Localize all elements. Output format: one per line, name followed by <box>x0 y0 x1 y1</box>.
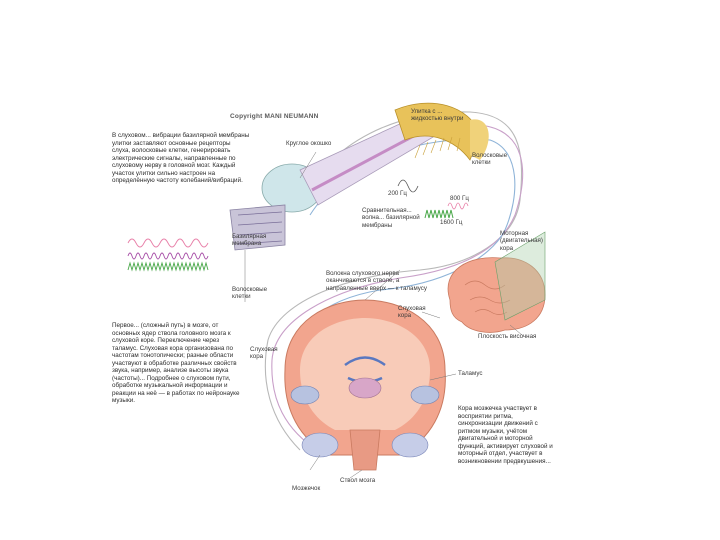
paragraph-top: В слуховом... вибрации базилярной мембра… <box>112 132 250 206</box>
label-thalamus: Таламус <box>458 370 482 377</box>
wave-800hz <box>448 203 468 209</box>
label-800hz: 800 Гц <box>450 195 469 202</box>
label-hair-cells-top: Волосковые клетки <box>472 152 517 167</box>
cerebellum-right <box>392 433 428 457</box>
label-brainstem: Ствол мозга <box>340 477 375 484</box>
label-planum-temporale: Плоскость височная <box>478 333 553 340</box>
brain-white-matter <box>300 318 430 430</box>
label-auditory-cortex: Слуховая кора <box>398 305 428 320</box>
right-auditory-region <box>411 386 439 404</box>
brainstem-shape <box>350 430 380 470</box>
label-1600hz: 1600 Гц <box>440 219 462 226</box>
paragraph-bottom: Кора мозжечка участвует в восприятии рит… <box>458 405 558 500</box>
label-comparative: Сравнительная... волна... базилярной мем… <box>362 207 434 229</box>
label-cochlear-fluid: Улитка с ... жидкостью внутри <box>411 108 469 123</box>
label-motor-cortex: Моторная (двигательная) кора <box>500 230 555 252</box>
left-wave-green <box>128 263 208 270</box>
cerebellum-left <box>302 433 338 457</box>
copyright-line: Copyright MANI NEUMANN <box>230 113 319 120</box>
coronal-brain-section <box>285 300 445 470</box>
label-200hz: 200 Гц <box>388 190 407 197</box>
label-round-window: Круглое окошко <box>286 140 336 147</box>
left-wave-pink <box>128 239 208 247</box>
label-basilar-membrane: Базилярная мембрана <box>232 233 292 248</box>
left-waves <box>128 239 208 270</box>
left-wave-purple <box>128 253 208 259</box>
label-cerebellum: Мозжечок <box>292 485 320 492</box>
label-cochlear-nerve: Волокна слухового нерва оканчиваются в с… <box>326 270 436 292</box>
label-auditory-cortex-left: Слуховая кора <box>250 346 278 361</box>
left-auditory-region <box>291 386 319 404</box>
thalamus-region <box>349 378 381 398</box>
paragraph-middle: Первое... (сложный путь) в мозге, от осн… <box>112 322 242 522</box>
label-hair-cells: Волосковые клетки <box>232 286 270 301</box>
